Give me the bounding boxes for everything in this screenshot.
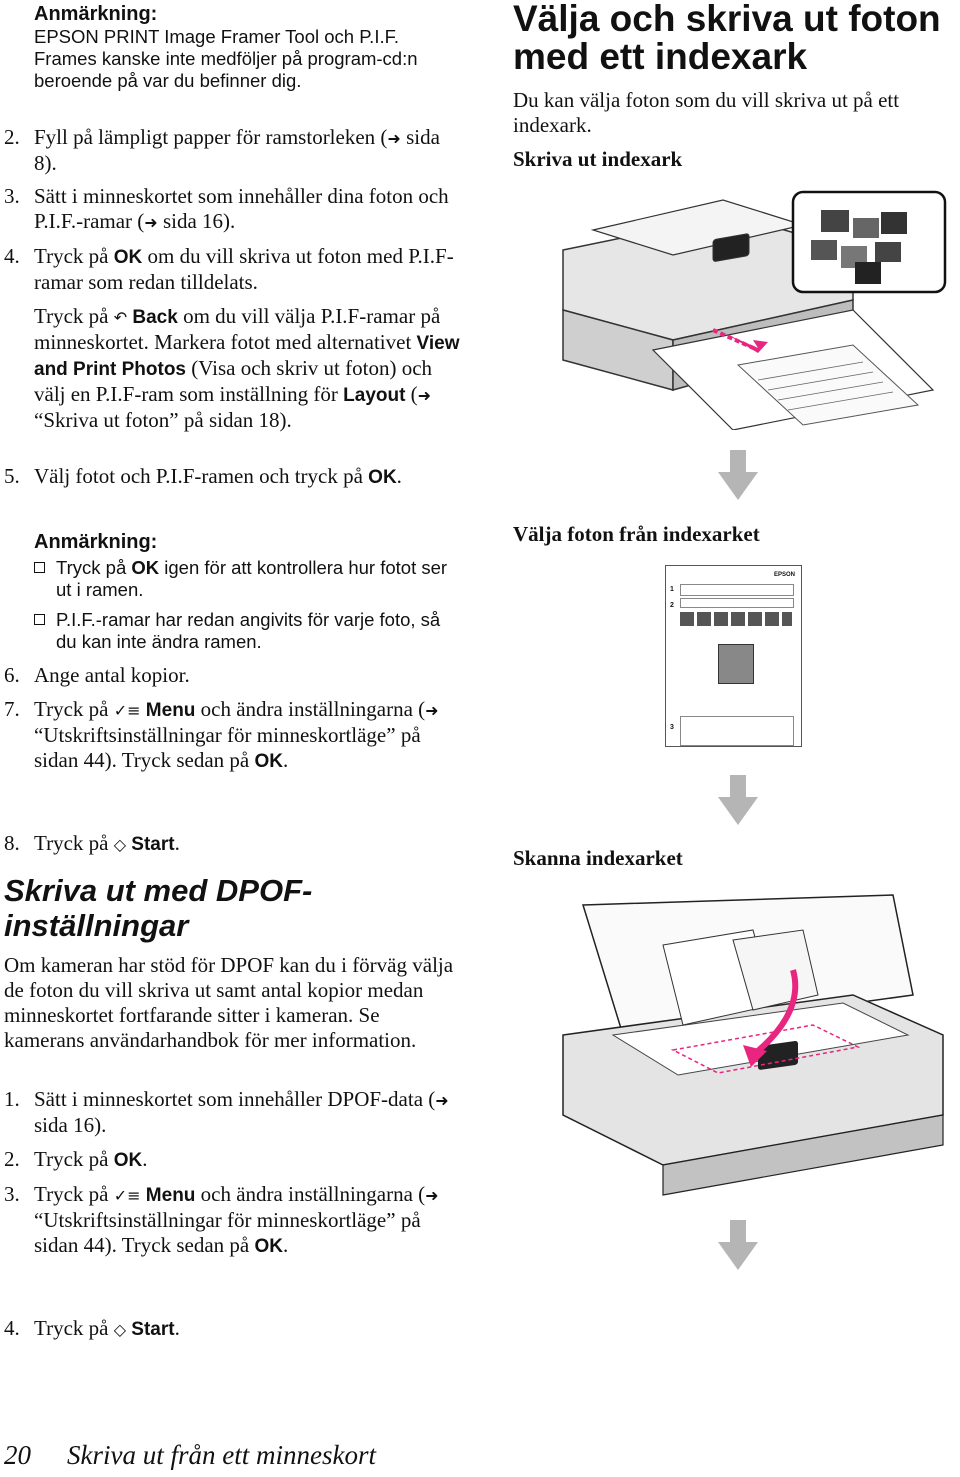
right-arrow-icon: ➜ [425,1186,439,1205]
dpof-step-3: 3.Tryck på ✓≡ Menu och ändra inställning… [4,1182,439,1257]
printer-print-illustration [562,199,935,430]
step-5: 5.Välj fotot och P.I.F-ramen och tryck p… [4,464,402,488]
photos-callout [791,190,947,294]
scanner-illustration [562,894,944,1196]
step-4-continued: Tryck på ↶ Back om du vill välja P.I.F-r… [34,304,460,432]
step-6: 6.Ange antal kopior. [4,663,190,687]
step-4: 4.Tryck på OK om du vill skriva ut foton… [4,244,454,294]
note-bullet: Tryck på OK igen för att kontrollera hur… [4,557,464,601]
subheading-scan-index: Skanna indexarket [513,846,683,870]
sheet-section-3: 3 [670,724,674,731]
step-7: 7.Tryck på ✓≡ Menu och ändra inställning… [4,697,439,772]
step-2: 2.Fyll på lämpligt papper för ramstorlek… [4,125,440,175]
dpof-step-1: 1.Sätt i minneskortet som innehåller DPO… [4,1087,449,1137]
right-arrow-icon: ➜ [144,213,158,232]
dpof-intro: Om kameran har stöd för DPOF kan du i fö… [4,953,454,1052]
start-diamond-icon: ◇ [113,835,127,854]
index-sheet: EPSON 1 2 3 [665,565,802,747]
right-arrow-icon: ➜ [387,129,401,148]
subheading-print-index: Skriva ut indexark [513,147,683,171]
menu-icon: ✓≡ [113,701,141,720]
start-diamond-icon: ◇ [113,1320,127,1339]
down-arrow-icon [718,775,758,825]
checkbox-bullet-icon [34,614,45,625]
intro-text: Du kan välja foton som du vill skriva ut… [513,88,900,137]
right-arrow-icon: ➜ [435,1091,449,1110]
page-title: Välja och skriva ut foton med ett indexa… [513,0,941,77]
dpof-step-2: 2.Tryck på OK. [4,1147,148,1171]
note-title: Anmärkning: [34,3,158,25]
subheading-select-photos: Välja foton från indexarket [513,522,760,546]
back-icon: ↶ [113,308,128,327]
section-title: Skriva ut från ett minneskort [67,1440,376,1470]
checkbox-bullet-icon [34,562,45,573]
down-arrow-icon [718,1220,758,1270]
step-8: 8.Tryck på ◇ Start. [4,831,180,855]
dpof-step-4: 4.Tryck på ◇ Start. [4,1316,180,1340]
menu-icon: ✓≡ [113,1186,141,1205]
sheet-section-1: 1 [670,586,674,593]
section-heading: Skriva ut med DPOF-inställningar [4,873,313,943]
down-arrow-icon [718,450,758,500]
page-number: 20 [4,1440,31,1470]
right-arrow-icon: ➜ [425,701,439,720]
step-3: 3.Sätt i minneskortet som innehåller din… [4,184,449,233]
note-bullet: P.I.F.-ramar har redan angivits för varj… [4,609,464,653]
note-title: Anmärkning: [34,531,158,553]
sheet-brand: EPSON [773,572,795,578]
sheet-section-2: 2 [670,602,674,609]
page-footer: 20 Skriva ut från ett minneskort [4,1440,604,1471]
note-text: EPSON PRINT Image Framer Tool och P.I.F.… [34,26,418,91]
right-arrow-icon: ➜ [417,386,432,405]
